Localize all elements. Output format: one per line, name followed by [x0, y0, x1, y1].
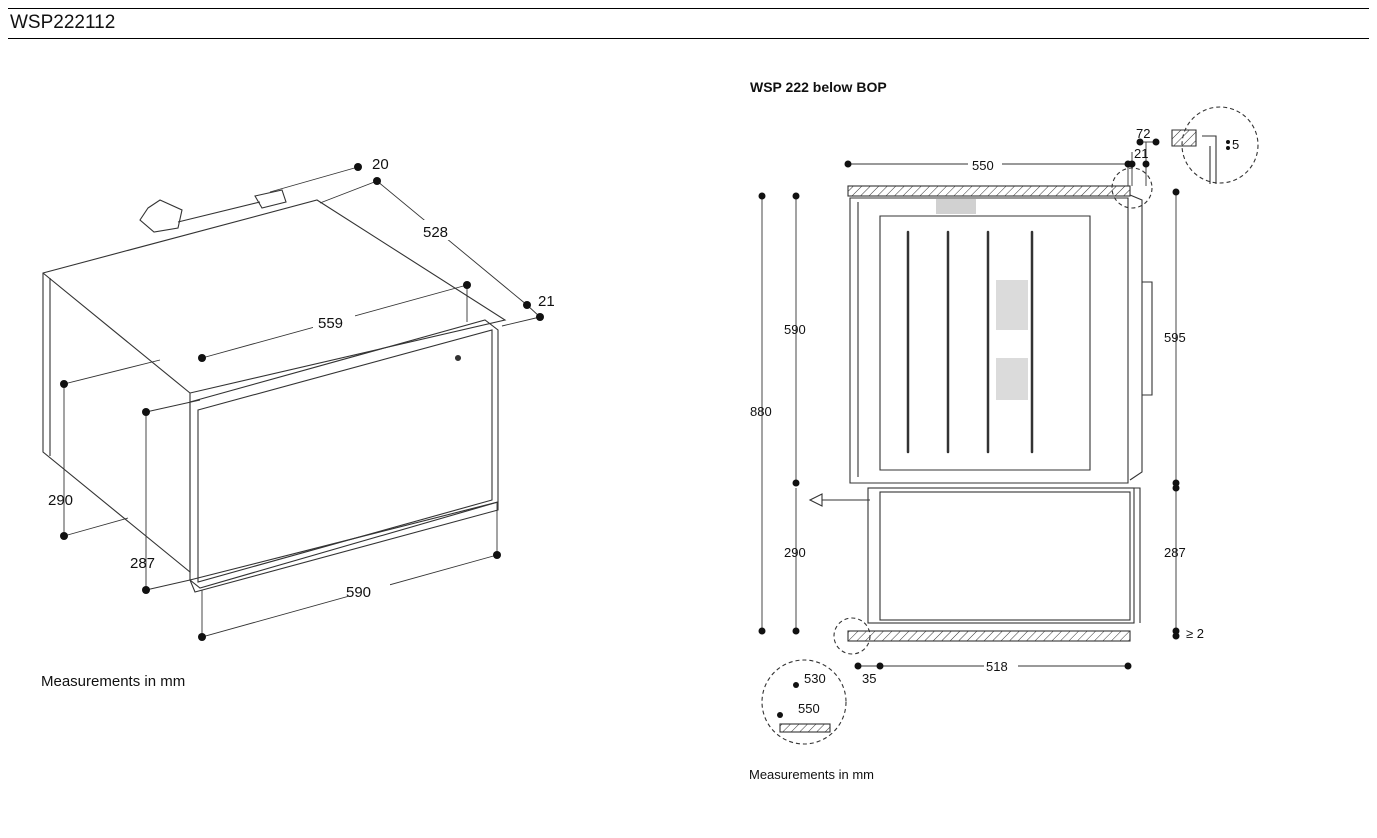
- dim-528: 528: [423, 224, 448, 241]
- dim-gap: ≥ 2: [1186, 626, 1204, 641]
- dim-21: 21: [538, 293, 555, 310]
- header-bottom-rule: [8, 38, 1369, 39]
- dim-595: 595: [1164, 330, 1186, 345]
- section-title: WSP 222 below BOP: [750, 79, 887, 95]
- dim-290: 290: [48, 492, 73, 509]
- dim-287: 287: [1164, 545, 1186, 560]
- indicator-dot: [454, 354, 462, 362]
- dim-559: 559: [318, 315, 343, 332]
- dim-20: 20: [372, 156, 389, 173]
- header-top-rule: [8, 8, 1369, 9]
- front-panel: [189, 319, 499, 589]
- dim-21: 21: [1134, 146, 1148, 161]
- left-caption: Measurements in mm: [41, 673, 185, 690]
- dim-518: 518: [986, 659, 1008, 674]
- model-number: WSP222112: [10, 12, 116, 33]
- dim-590: 590: [784, 322, 806, 337]
- dim-590: 590: [346, 584, 371, 601]
- base-plinth: [847, 630, 1131, 642]
- detail-circle-bottom: [761, 659, 847, 745]
- isometric-drawing: 20 528 21 559 290 287 590 Measurements i…: [41, 156, 555, 690]
- dim-290: 290: [784, 545, 806, 560]
- dim-5: 5: [1232, 137, 1239, 152]
- power-plug-icon: [139, 199, 183, 233]
- dim-530: 530: [804, 671, 826, 686]
- dim-550-detail: 550: [798, 701, 820, 716]
- warming-drawer: [867, 487, 1135, 624]
- right-caption: Measurements in mm: [749, 767, 874, 782]
- dim-72: 72: [1136, 126, 1150, 141]
- worktop: [847, 185, 1131, 197]
- dim-35: 35: [862, 671, 876, 686]
- dim-287: 287: [130, 555, 155, 572]
- dim-550-top: 550: [972, 158, 994, 173]
- oven-housing: [849, 197, 1129, 484]
- power-plug-icon: [808, 493, 870, 507]
- dim-880: 880: [750, 404, 772, 419]
- section-drawing: WSP 222 below BOP: [749, 79, 1259, 782]
